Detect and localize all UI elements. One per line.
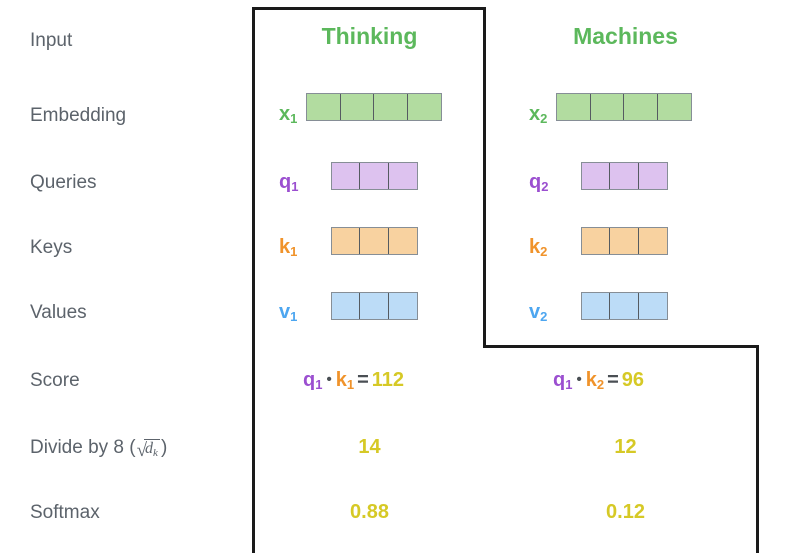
vector-label-x1: x1 xyxy=(279,103,298,126)
vector-cell xyxy=(638,228,667,254)
dot-product-icon: • xyxy=(326,371,332,388)
row-label-queries: Queries xyxy=(30,172,97,193)
row-label-embedding: Embedding xyxy=(30,105,127,126)
column-header-thinking: Thinking xyxy=(321,23,418,49)
vector-cell xyxy=(638,293,667,319)
vector-cell xyxy=(610,163,639,189)
vector-boxes-x1 xyxy=(306,93,442,121)
vector-label-q2: q2 xyxy=(529,171,549,194)
softmax-value-col2: 0.12 xyxy=(606,501,645,523)
row-label-values: Values xyxy=(30,302,87,323)
vector-cell xyxy=(360,293,389,319)
score-value: 112 xyxy=(371,369,405,391)
score-q-term: q1 xyxy=(303,369,323,392)
vector-cell xyxy=(557,94,591,120)
vector-cell xyxy=(388,293,417,319)
vector-label-k1: k1 xyxy=(279,236,298,259)
score-expression-col2: q1•k2=96 xyxy=(553,370,644,391)
vector-boxes-v2 xyxy=(581,292,668,320)
row-label-input: Input xyxy=(30,30,73,51)
vector-boxes-q1 xyxy=(331,162,418,190)
vector-cell xyxy=(332,163,361,189)
vector-cell xyxy=(340,94,374,120)
sqrt-dk-formula: √dk xyxy=(137,439,160,460)
vector-label-v1: v1 xyxy=(279,301,298,324)
sqrt-variable: d xyxy=(145,440,154,457)
vector-boxes-k2 xyxy=(581,227,668,255)
vector-label-x2: x2 xyxy=(529,103,548,126)
vector-cell xyxy=(307,94,341,120)
vector-cell xyxy=(360,228,389,254)
divide-label-tail: ) xyxy=(160,437,168,458)
vector-cell xyxy=(610,293,639,319)
row-label-divide-by-8: Divide by 8 (√dk) xyxy=(30,438,167,460)
divide-value-col1: 14 xyxy=(358,436,381,458)
sqrt-radical-icon: √ xyxy=(136,440,148,461)
score-k-term: k1 xyxy=(335,369,355,392)
softmax-value-col1: 0.88 xyxy=(350,501,389,523)
vector-label-v2: v2 xyxy=(529,301,548,324)
sqrt-subscript: k xyxy=(153,447,158,459)
equals-sign: = xyxy=(607,369,619,391)
vector-cell xyxy=(407,94,441,120)
vector-cell xyxy=(638,163,667,189)
vector-cell xyxy=(582,293,611,319)
row-label-score: Score xyxy=(30,370,80,391)
vector-cell xyxy=(624,94,658,120)
vector-label-q1: q1 xyxy=(279,171,299,194)
vector-boxes-q2 xyxy=(581,162,668,190)
score-expression-col1: q1•k1=112 xyxy=(303,370,404,391)
vector-cell xyxy=(388,163,417,189)
score-value: 96 xyxy=(621,369,645,391)
vector-cell xyxy=(582,228,611,254)
row-label-softmax: Softmax xyxy=(30,502,100,523)
score-k-term: k2 xyxy=(585,369,605,392)
vector-boxes-k1 xyxy=(331,227,418,255)
divide-value-col2: 12 xyxy=(614,436,637,458)
column-header-machines: Machines xyxy=(573,23,678,49)
vector-boxes-x2 xyxy=(556,93,692,121)
vector-cell xyxy=(582,163,611,189)
vector-cell xyxy=(388,228,417,254)
row-label-keys: Keys xyxy=(30,237,73,258)
vector-label-k2: k2 xyxy=(529,236,548,259)
vector-cell xyxy=(657,94,691,120)
vector-boxes-v1 xyxy=(331,292,418,320)
divide-label-head: Divide by 8 ( xyxy=(30,437,136,458)
vector-cell xyxy=(332,293,361,319)
equals-sign: = xyxy=(357,369,369,391)
vector-cell xyxy=(332,228,361,254)
vector-cell xyxy=(610,228,639,254)
vector-cell xyxy=(360,163,389,189)
score-q-term: q1 xyxy=(553,369,573,392)
vector-cell xyxy=(590,94,624,120)
vector-cell xyxy=(374,94,408,120)
dot-product-icon: • xyxy=(576,371,582,388)
